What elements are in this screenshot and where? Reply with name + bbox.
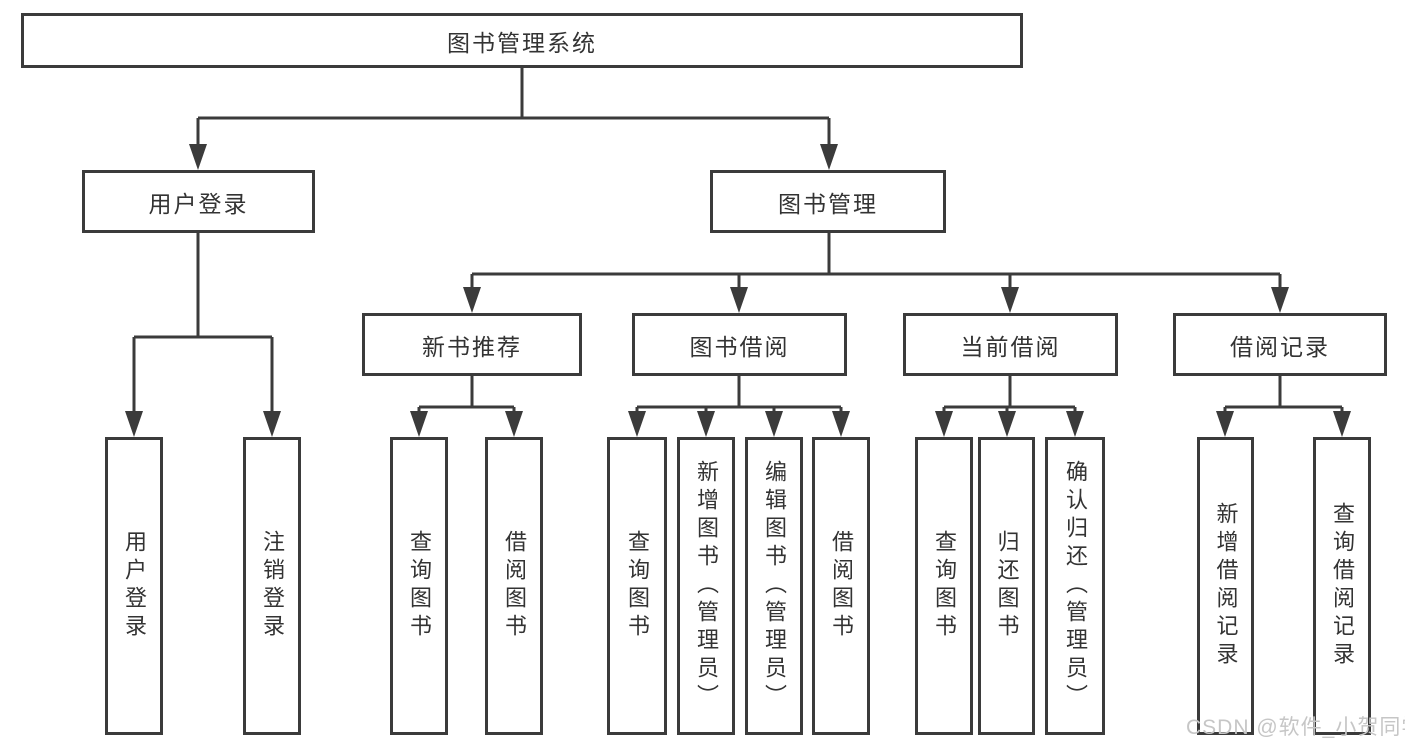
watermark: CSDN @软件_小贺同学 [1186, 716, 1405, 739]
leaf-current-confirm: 确认归还（管理员） [1045, 437, 1105, 735]
leaf-records-query-label: 查询借阅记录 [1330, 502, 1355, 670]
node-book-borrow-label: 图书借阅 [689, 333, 790, 360]
node-user-login: 用户登录 [82, 170, 315, 233]
node-current-borrow: 当前借阅 [903, 313, 1118, 376]
leaf-borrow-query-label: 查询图书 [625, 530, 650, 642]
leaf-newbooks-borrow: 借阅图书 [485, 437, 543, 735]
node-current-borrow-label: 当前借阅 [960, 333, 1061, 360]
leaf-borrow-add-label: 新增图书（管理员） [694, 460, 719, 712]
leaf-newbooks-query-label: 查询图书 [407, 530, 432, 642]
leaf-borrow-add: 新增图书（管理员） [677, 437, 735, 735]
leaf-user-login-label: 用户登录 [122, 530, 147, 642]
leaf-current-query: 查询图书 [915, 437, 973, 735]
node-new-books-label: 新书推荐 [422, 333, 522, 360]
leaf-logout: 注销登录 [243, 437, 301, 735]
connector-strokes [132, 68, 1344, 414]
leaf-user-login: 用户登录 [105, 437, 163, 735]
leaf-borrow-borrow-label: 借阅图书 [829, 530, 854, 642]
leaf-borrow-query: 查询图书 [607, 437, 667, 735]
node-book-mgmt-label: 图书管理 [778, 190, 878, 217]
node-user-login-label: 用户登录 [148, 190, 249, 217]
leaf-newbooks-borrow-label: 借阅图书 [502, 530, 527, 642]
leaf-current-return: 归还图书 [978, 437, 1035, 735]
leaf-records-query: 查询借阅记录 [1313, 437, 1371, 735]
arrowheads [125, 144, 1351, 437]
leaf-borrow-borrow: 借阅图书 [812, 437, 870, 735]
leaf-current-query-label: 查询图书 [932, 530, 957, 642]
leaf-borrow-edit-label: 编辑图书（管理员） [762, 460, 787, 712]
node-root-label: 图书管理系统 [447, 29, 597, 56]
node-book-borrow: 图书借阅 [632, 313, 847, 376]
leaf-logout-label: 注销登录 [260, 530, 285, 642]
leaf-records-add-label: 新增借阅记录 [1213, 502, 1239, 670]
leaf-newbooks-query: 查询图书 [390, 437, 448, 735]
node-root: 图书管理系统 [21, 13, 1023, 68]
leaf-current-return-label: 归还图书 [994, 530, 1020, 642]
node-new-books: 新书推荐 [362, 313, 582, 376]
node-borrow-records-label: 借阅记录 [1230, 333, 1330, 360]
leaf-records-add: 新增借阅记录 [1197, 437, 1254, 735]
node-book-mgmt: 图书管理 [710, 170, 946, 233]
node-borrow-records: 借阅记录 [1173, 313, 1387, 376]
leaf-current-confirm-label: 确认归还（管理员） [1063, 460, 1088, 712]
leaf-borrow-edit: 编辑图书（管理员） [745, 437, 803, 735]
